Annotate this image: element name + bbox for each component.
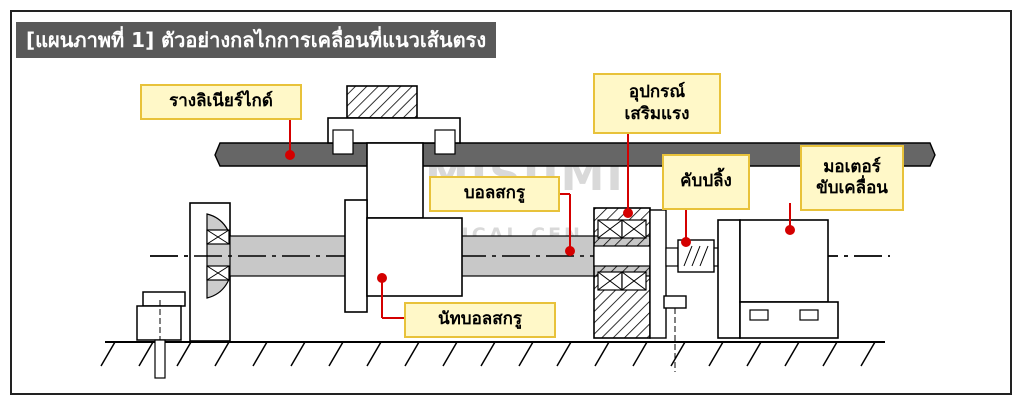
callout-linear-guide-text: รางลิเนียร์ไกด์	[169, 91, 273, 112]
figure-title: [แผนภาพที่ 1] ตัวอย่างกลไกการเคลื่อนที่แ…	[16, 22, 497, 58]
callout-support-line2: เสริมแรง	[624, 103, 690, 124]
ground-hatch-line	[670, 341, 686, 367]
callout-linear-guide: รางลิเนียร์ไกด์	[140, 84, 302, 120]
ground-hatch-line	[556, 341, 572, 367]
coupling-body	[665, 239, 725, 273]
callout-motor-line1: มอเตอร์	[823, 156, 881, 177]
callout-motor-line2: ขับเคลื่อน	[816, 178, 888, 198]
ground-hatch-line	[784, 341, 800, 367]
ground	[100, 341, 885, 367]
callout-coupling: คับปลิ้ง	[662, 154, 750, 210]
ground-hatch-line	[594, 341, 610, 367]
motor-bolt	[663, 295, 687, 372]
ground-hatch-line	[290, 341, 306, 367]
ground-hatch-line	[138, 341, 154, 367]
motor-body	[717, 219, 839, 339]
left-bearing-housing	[189, 202, 235, 342]
callout-support-line1: อุปกรณ์	[628, 82, 686, 103]
support-housing	[649, 209, 667, 339]
ground-hatch-line	[328, 341, 344, 367]
ground-hatch-line	[214, 341, 230, 367]
ground-hatch-line	[366, 341, 382, 367]
leader-lines	[285, 120, 795, 319]
ground-hatch-line	[176, 341, 192, 367]
callout-coupling-text: คับปลิ้ง	[680, 171, 732, 192]
callout-ball-screw-nut: นัทบอลสกรู	[404, 302, 556, 338]
mounting-bolt	[136, 291, 186, 380]
ground-hatch-line	[518, 341, 534, 367]
callout-ball-screw-nut-text: นัทบอลสกรู	[437, 309, 523, 330]
callout-ball-screw-text: บอลสกรู	[463, 183, 526, 204]
ground-hatch-line	[404, 341, 420, 367]
ground-hatch-line	[252, 341, 268, 367]
callout-motor: มอเตอร์ ขับเคลื่อน	[800, 145, 904, 211]
ground-hatch-line	[442, 341, 458, 367]
ground-hatch-line	[632, 341, 648, 367]
ground-hatch-line	[480, 341, 496, 367]
ground-hatch-line	[746, 341, 762, 367]
ground-hatch-line	[822, 341, 838, 367]
callout-ball-screw: บอลสกรู	[429, 176, 560, 212]
guide-carriage	[327, 85, 461, 219]
ground-hatch-line	[100, 341, 116, 367]
callout-support-unit: อุปกรณ์ เสริมแรง	[593, 73, 721, 134]
ground-hatch-line	[708, 341, 724, 367]
ground-hatch-line	[860, 341, 876, 367]
support-unit	[593, 207, 651, 339]
